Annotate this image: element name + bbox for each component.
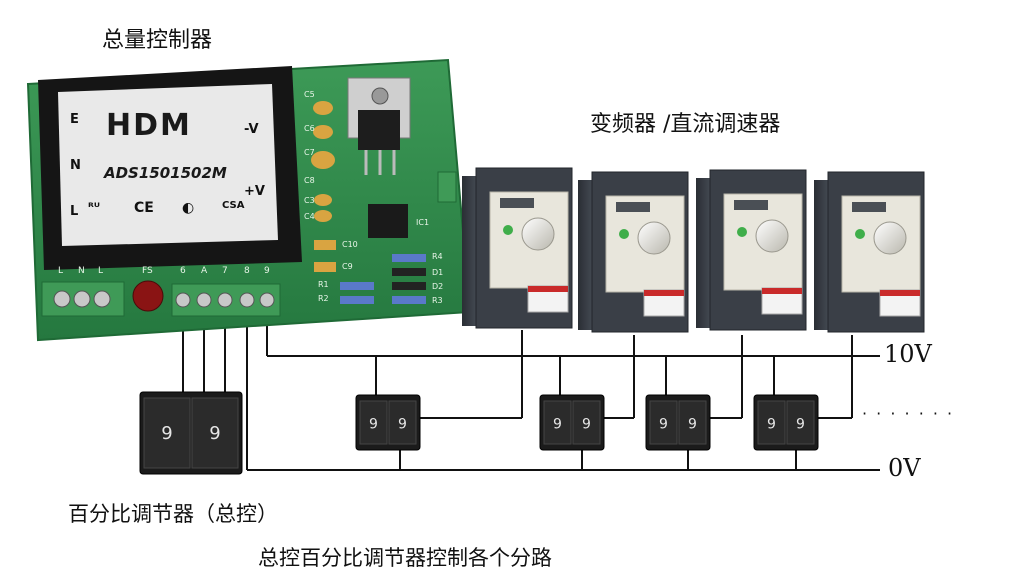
- terminal-label: 9: [264, 266, 270, 276]
- terminal-label: 8: [244, 266, 250, 276]
- component-label: C7: [304, 148, 315, 157]
- component-label: D2: [432, 282, 444, 291]
- board-mark-ce: CE: [134, 200, 154, 216]
- component-label: C10: [342, 240, 358, 249]
- adjuster-digit: 9: [659, 417, 668, 433]
- component-label: R1: [318, 280, 329, 289]
- label-ellipsis: · · · · · · ·: [862, 404, 955, 423]
- adjuster-digit: 9: [553, 417, 562, 433]
- board-side-label-e: E: [70, 112, 79, 127]
- board-output-minus: -V: [244, 122, 259, 137]
- terminal-label: FS: [142, 266, 153, 276]
- terminal-label: L: [58, 266, 64, 276]
- adjuster-digit: 9: [369, 417, 378, 433]
- component-label: D1: [432, 268, 444, 277]
- board-mark-csa: CSA: [222, 200, 245, 211]
- label-caption: 总控百分比调节器控制各个分路: [258, 546, 552, 570]
- adjuster-digit: 9: [767, 417, 776, 433]
- label-drives: 变频器 /直流调速器: [590, 112, 781, 137]
- board-mark-c: ◐: [182, 200, 195, 216]
- board-brand: HDM: [106, 108, 192, 143]
- adjuster-digit: 9: [582, 417, 591, 433]
- adjuster-digit: 9: [688, 417, 697, 433]
- drive-unit: [462, 167, 573, 329]
- board-side-label-n: N: [70, 158, 81, 173]
- terminal-label: L: [98, 266, 104, 276]
- terminal-label: 6: [180, 266, 186, 276]
- board-output-plus: +V: [244, 184, 265, 199]
- adjuster-digit: 9: [796, 417, 805, 433]
- board-mark-ul: ᴿᵁ: [88, 200, 100, 214]
- fuse: [132, 280, 164, 312]
- terminal-label: A: [201, 266, 208, 276]
- drive-unit: [814, 171, 925, 333]
- drive-unit: [578, 171, 689, 333]
- terminal-label: N: [78, 266, 85, 276]
- component-label: C4: [304, 212, 315, 221]
- drives-group: [462, 167, 925, 333]
- component-label: R4: [432, 252, 443, 261]
- adjuster-digit: 9: [161, 423, 172, 444]
- component-label: IC1: [416, 218, 430, 227]
- label-percent-adjuster: 百分比调节器（总控）: [68, 502, 278, 526]
- label-controller: 总量控制器: [102, 28, 213, 53]
- component-label: R2: [318, 294, 329, 303]
- label-10v: 10V: [884, 340, 932, 368]
- component-label: C9: [342, 262, 353, 271]
- component-label: C5: [304, 90, 315, 99]
- controller-board: [26, 58, 472, 342]
- board-model: ADS1501502M: [104, 164, 227, 182]
- terminal-label: 7: [222, 266, 228, 276]
- component-label: C3: [304, 196, 315, 205]
- adjuster-digit: 9: [398, 417, 407, 433]
- board-side-label-l: L: [70, 204, 79, 219]
- label-0v: 0V: [888, 454, 921, 482]
- drive-unit: [696, 169, 807, 331]
- adjuster-digit: 9: [209, 423, 220, 444]
- component-label: C8: [304, 176, 315, 185]
- component-label: C6: [304, 124, 315, 133]
- component-label: R3: [432, 296, 443, 305]
